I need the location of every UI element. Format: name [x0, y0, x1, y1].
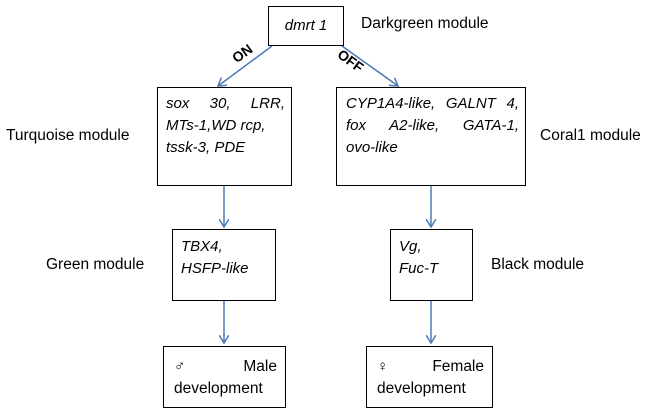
arrow-off: [341, 45, 398, 86]
turquoise-gene-line: MTs-1,WD rcp,: [166, 117, 266, 134]
female-development-label: development: [377, 380, 466, 397]
black-gene-line: Vg,: [399, 238, 422, 255]
coral1-genes-box: CYP1A4-like, GALNT 4, fox A2-like, GATA-…: [336, 87, 526, 186]
male-development-box: ♂ Male development: [163, 346, 286, 408]
coral1-gene-line: CYP1A4-like, GALNT 4,: [346, 95, 519, 112]
dmrt1-box: dmrt 1: [268, 6, 344, 46]
female-symbol-icon: ♀: [377, 358, 389, 375]
turquoise-gene-line: tssk-3, PDE: [166, 139, 246, 156]
black-genes-box: Vg, Fuc-T: [390, 229, 473, 301]
black-gene-line: Fuc-T: [399, 260, 439, 277]
coral1-gene-line: ovo-like: [346, 139, 398, 156]
male-development-label: development: [174, 380, 263, 397]
turquoise-module-label: Turquoise module: [6, 127, 130, 144]
green-gene-line: HSFP-like: [181, 260, 249, 277]
dmrt1-gene: dmrt 1: [284, 17, 328, 34]
green-module-label: Green module: [46, 256, 145, 273]
black-module-label: Black module: [491, 256, 585, 273]
darkgreen-module-label: Darkgreen module: [361, 15, 489, 32]
green-genes-box: TBX4, HSFP-like: [172, 229, 276, 301]
arrow-on: [218, 45, 273, 86]
green-gene-line: TBX4,: [181, 238, 223, 255]
female-label: Female: [432, 358, 484, 375]
female-development-box: ♀ Female development: [366, 346, 493, 408]
coral1-gene-line: fox A2-like, GATA-1,: [346, 117, 519, 134]
turquoise-gene-line: sox 30, LRR,: [166, 95, 285, 112]
male-label: Male: [243, 358, 277, 375]
male-symbol-icon: ♂: [174, 358, 186, 375]
coral1-module-label: Coral1 module: [540, 127, 641, 144]
turquoise-genes-box: sox 30, LRR, MTs-1,WD rcp, tssk-3, PDE: [157, 87, 292, 186]
